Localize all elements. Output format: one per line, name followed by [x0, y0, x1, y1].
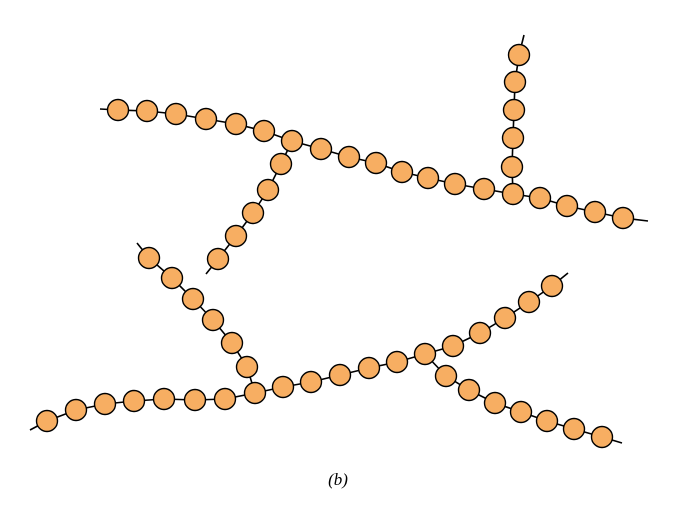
bead-upper-main-2	[164, 102, 188, 126]
bead-upper-branch-vertical-3	[501, 126, 525, 150]
bead-lower-main-6	[213, 387, 237, 411]
bead-lower-main-13	[413, 342, 437, 366]
bead-lower-branch-left-3	[201, 308, 225, 332]
bead-upper-branch-vertical-4	[500, 155, 524, 179]
bead-lower-branch-right-2	[483, 391, 507, 415]
bead-lower-branch-right-6	[590, 425, 614, 449]
bead-lower-main-10	[328, 363, 352, 387]
bead-upper-main-16	[555, 194, 579, 218]
bead-lower-branch-right-5	[562, 417, 586, 441]
bead-lower-branch-right-3	[509, 400, 533, 424]
bond-line-lower-branch-right	[424, 353, 623, 444]
bead-upper-main-18	[611, 206, 635, 230]
bead-lower-main-9	[299, 370, 323, 394]
bead-upper-main-3	[194, 107, 218, 131]
bead-lower-main-18	[540, 274, 564, 298]
bead-lower-main-17	[517, 290, 541, 314]
bead-upper-branch-left-3	[256, 178, 280, 202]
bead-lower-branch-right-0	[434, 364, 458, 388]
bead-lower-branch-right-1	[457, 378, 481, 402]
bead-upper-main-12	[443, 172, 467, 196]
bead-lower-main-5	[183, 388, 207, 412]
bead-upper-main-8	[337, 145, 361, 169]
bead-lower-branch-right-4	[535, 409, 559, 433]
bead-upper-branch-left-4	[269, 152, 293, 176]
bead-lower-branch-left-0	[137, 246, 161, 270]
bead-lower-main-2	[93, 392, 117, 416]
bead-lower-main-11	[357, 356, 381, 380]
bead-upper-branch-vertical-2	[502, 98, 526, 122]
bead-lower-main-12	[385, 350, 409, 374]
bead-upper-main-11	[416, 166, 440, 190]
bead-lower-main-14	[441, 334, 465, 358]
bead-lower-main-0	[35, 409, 59, 433]
bead-lower-main-4	[152, 387, 176, 411]
bead-upper-branch-vertical-0	[507, 43, 531, 67]
figure-caption: (b)	[328, 470, 348, 489]
bead-upper-branch-left-0	[206, 247, 230, 271]
bead-upper-branch-left-2	[241, 201, 265, 225]
bead-upper-main-1	[135, 99, 159, 123]
bead-upper-main-10	[390, 160, 414, 184]
bead-lower-main-3	[122, 389, 146, 413]
bead-upper-branch-left-1	[224, 224, 248, 248]
bead-lower-branch-left-2	[181, 287, 205, 311]
bead-upper-main-7	[309, 137, 333, 161]
bead-lower-main-16	[493, 306, 517, 330]
bead-upper-main-9	[364, 151, 388, 175]
bead-lower-branch-left-5	[235, 355, 259, 379]
bead-lower-branch-left-4	[220, 331, 244, 355]
bead-upper-main-15	[528, 186, 552, 210]
bead-lower-main-1	[64, 398, 88, 422]
bead-upper-main-6	[280, 129, 304, 153]
bead-upper-main-17	[583, 200, 607, 224]
bead-upper-main-4	[224, 112, 248, 136]
bead-upper-branch-vertical-1	[503, 70, 527, 94]
bead-upper-main-0	[106, 98, 130, 122]
bead-upper-main-14	[501, 182, 525, 206]
bead-lower-main-7	[243, 381, 267, 405]
bead-lower-main-8	[271, 375, 295, 399]
bead-upper-main-13	[472, 177, 496, 201]
bead-lower-branch-left-1	[160, 266, 184, 290]
bead-lower-main-15	[468, 321, 492, 345]
bead-upper-main-5	[252, 119, 276, 143]
